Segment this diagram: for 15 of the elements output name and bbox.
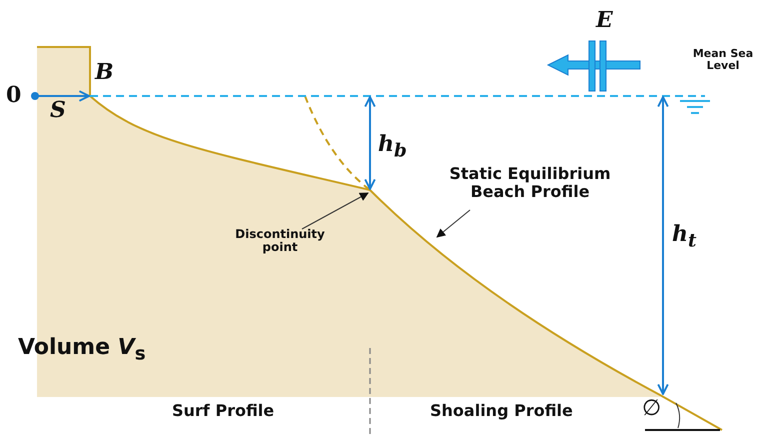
region-label: Shoaling Profile — [430, 402, 573, 420]
leader-line — [436, 210, 470, 238]
region-label: Surf Profile — [172, 402, 274, 420]
variable-label: h$_{b}$ — [378, 132, 407, 162]
variable-label: B — [95, 60, 114, 84]
variable-label: E — [596, 8, 613, 32]
sea-level-label: Mean Sea Level — [692, 48, 754, 72]
volume-label: Volume V$_{s}$ — [18, 336, 146, 365]
angle-label: ∅ — [642, 397, 661, 422]
callout-label: Static Equilibrium Beach Profile — [430, 165, 630, 200]
callout-label: Discontinuity point — [230, 228, 330, 254]
variable-label: S — [50, 98, 66, 122]
leader-line — [302, 192, 369, 230]
variable-label: h$_{t}$ — [672, 222, 696, 252]
origin-label: 0 — [6, 83, 22, 108]
